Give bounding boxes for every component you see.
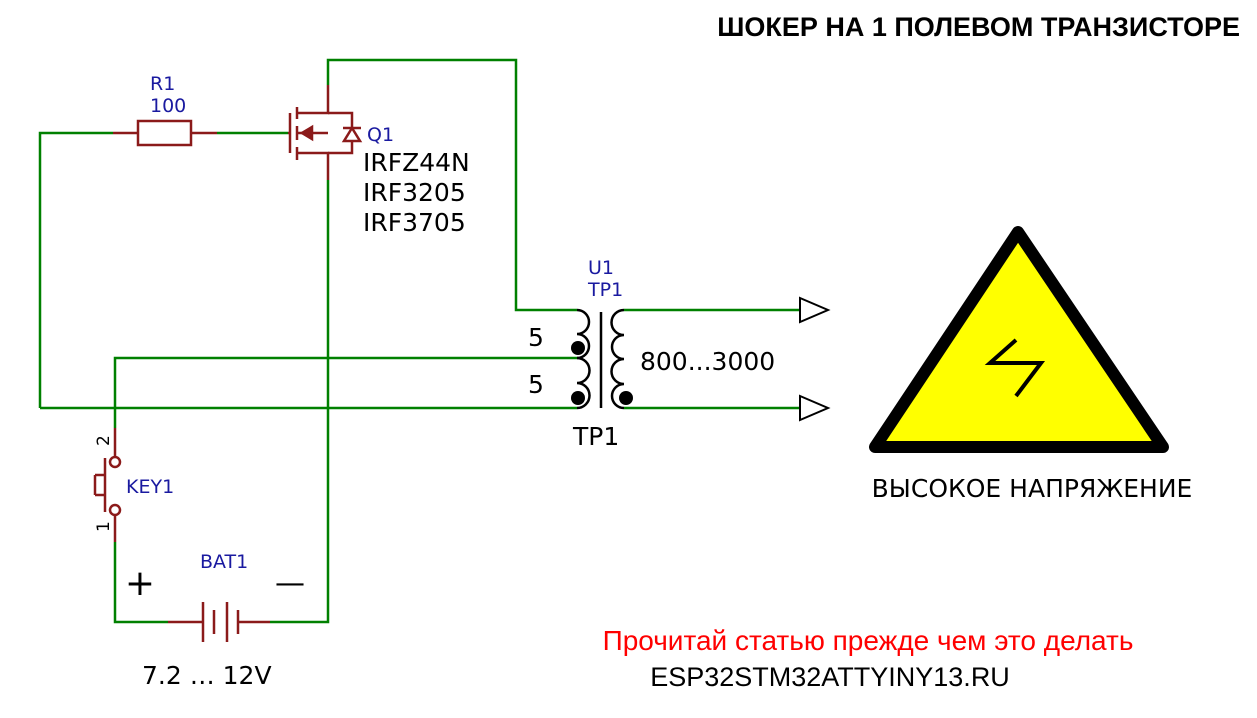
dot-secondary bbox=[619, 391, 633, 405]
secondary-turns: 800...3000 bbox=[640, 347, 775, 376]
resistor-r1 bbox=[113, 119, 217, 147]
q1-ref: Q1 bbox=[367, 124, 394, 146]
switch-key1 bbox=[93, 428, 122, 542]
battery-minus: — bbox=[275, 566, 305, 601]
battery-bat1 bbox=[168, 602, 270, 642]
wire-battery-plus-to-key bbox=[113, 542, 168, 624]
battery-plus: + bbox=[125, 563, 155, 604]
primary-turns-top: 5 bbox=[528, 323, 544, 352]
key-pin-1: 1 bbox=[94, 521, 114, 532]
key-pin-2: 2 bbox=[94, 435, 114, 446]
u1-ref: U1 bbox=[588, 257, 614, 279]
q1-part-2: IRF3205 bbox=[363, 178, 466, 207]
dot-primary-2 bbox=[571, 391, 585, 405]
dot-primary-1 bbox=[571, 341, 585, 355]
u1-name: TP1 bbox=[587, 279, 623, 301]
wires bbox=[38, 58, 800, 624]
transformer-u1 bbox=[576, 308, 625, 410]
q1-part-3: IRF3705 bbox=[363, 208, 466, 237]
mosfet-q1 bbox=[288, 85, 363, 180]
battery-voltage: 7.2 … 12V bbox=[142, 661, 272, 690]
primary-turns-bottom: 5 bbox=[528, 370, 544, 399]
wire-key-to-center-tap bbox=[113, 356, 577, 428]
hv-terminal-top bbox=[799, 296, 831, 324]
bat1-ref: BAT1 bbox=[200, 551, 248, 573]
key1-ref: KEY1 bbox=[126, 476, 174, 498]
site-label: ESP32STM32ATTYINY13.RU bbox=[650, 662, 1010, 692]
q1-part-1: IRFZ44N bbox=[363, 148, 470, 177]
high-voltage-warning-icon bbox=[869, 226, 1169, 453]
wire-gate-loop bbox=[38, 131, 113, 408]
r1-ref: R1 bbox=[150, 73, 175, 95]
warning-label: ВЫСОКОЕ НАПРЯЖЕНИЕ bbox=[872, 474, 1193, 503]
r1-value: 100 bbox=[150, 95, 186, 117]
warning-note: Прочитай статью прежде чем это делать bbox=[603, 625, 1134, 656]
page-title: ШОКЕР НА 1 ПОЛЕВОМ ТРАНЗИСТОРЕ bbox=[717, 12, 1240, 42]
wire-source-to-battery bbox=[270, 180, 330, 624]
wire-drain-to-transformer bbox=[326, 58, 577, 312]
transformer-label: TP1 bbox=[572, 422, 619, 451]
hv-terminal-bottom bbox=[799, 394, 831, 422]
